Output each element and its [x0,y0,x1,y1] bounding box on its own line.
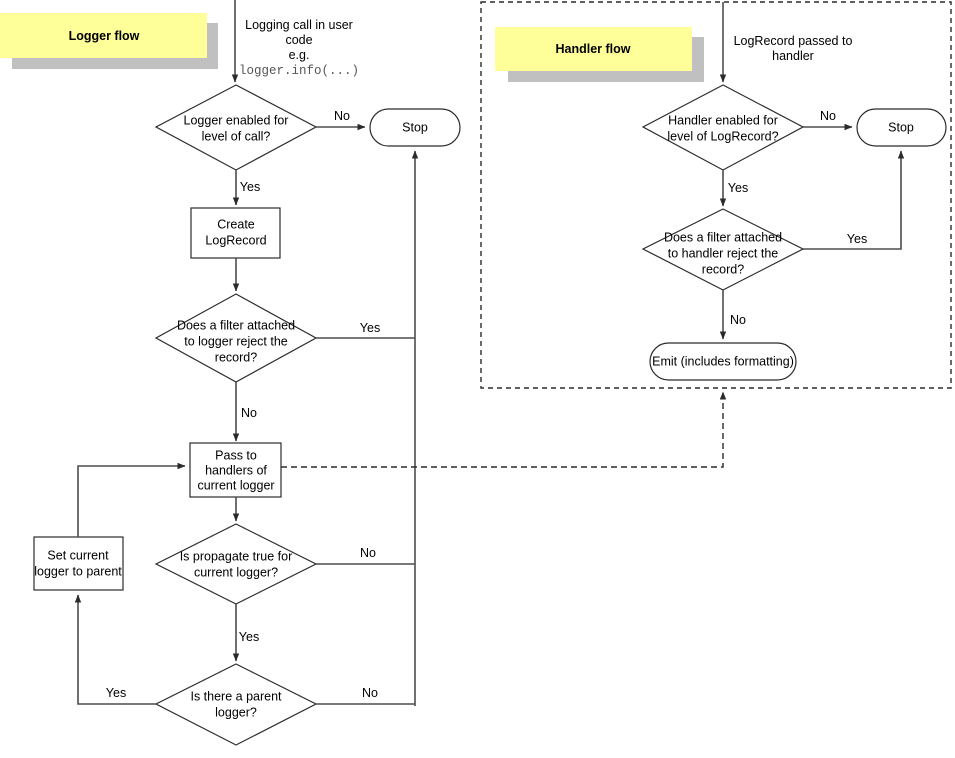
node-pass-to-handlers-line1: Pass to [215,448,257,462]
edge-handler-filter-yes [803,150,905,250]
node-handler-enabled-line2: level of LogRecord? [667,129,778,143]
node-handler-enabled-line1: Handler enabled for [668,113,778,127]
logger-entry-text-line2: code [285,33,312,47]
edge-label-has-parent-no: No [362,686,378,700]
edge-label-logger-filter-yes: Yes [360,321,380,335]
edge-has-parent-yes [74,594,156,705]
node-is-propagate-line2: current logger? [194,565,278,579]
node-handler-stop-label: Stop [888,120,914,134]
edge-label-propagate-yes: Yes [239,630,259,644]
logger-flow-banner-label: Logger flow [69,29,140,43]
node-emit [649,342,797,381]
edge-label-logger-filter-no: No [241,406,257,420]
node-logger-filter-line2: to logger reject the [184,334,288,348]
node-logger-enabled-line1: Logger enabled for [184,113,289,127]
node-logger-enabled [154,84,318,171]
node-pass-to-handlers-line2: handlers of [205,463,267,477]
node-set-parent-line2: logger to parent [34,564,122,578]
node-handler-stop [856,108,947,147]
logger-entry-text-line1: Logging call in user [245,18,353,32]
node-logger-enabled-line2: level of call? [202,129,271,143]
node-pass-to-handlers [189,442,282,498]
logger-entry-code: logger.info(...) [239,64,359,78]
node-logger-stop-label: Stop [402,120,428,134]
edge-set-parent-loopback [77,462,186,537]
handler-flow-banner-label: Handler flow [555,42,630,56]
handler-entry-text-line1: LogRecord passed to [734,34,853,48]
node-pass-to-handlers-line3: current logger [197,478,274,492]
node-has-parent-line1: Is there a parent [190,689,282,703]
node-handler-enabled [641,84,805,171]
node-is-propagate [154,523,318,605]
node-has-parent-line2: logger? [215,705,257,719]
handler-entry-text-line2: handler [772,49,814,63]
node-handler-filter-line2: to handler reject the [668,246,779,260]
edge-label-handler-enabled-no: No [820,109,836,123]
logger-entry-text-line3: e.g. [289,48,310,62]
node-create-logrecord-line1: Create [217,217,255,231]
edge-label-handler-enabled-yes: Yes [728,181,748,195]
node-handler-filter-line3: record? [702,262,744,276]
node-handler-filter-line1: Does a filter attached [664,230,782,244]
edge-label-handler-filter-yes: Yes [847,232,867,246]
node-logger-filter-line1: Does a filter attached [177,318,295,332]
node-has-parent [154,663,318,746]
handler-flow-banner [495,27,692,71]
node-set-parent-line1: Set current [47,548,109,562]
handler-flow-group-border [480,1,952,389]
logger-flow-banner [0,13,207,58]
node-create-logrecord-line2: LogRecord [205,233,266,247]
edge-label-logger-enabled-no: No [334,109,350,123]
edge-pass-to-handler-flow [281,391,727,468]
edge-label-handler-filter-no: No [730,313,746,327]
edge-label-propagate-no: No [360,546,376,560]
edge-label-logger-enabled-yes: Yes [240,180,260,194]
node-is-propagate-line1: Is propagate true for [180,549,293,563]
edge-label-has-parent-yes: Yes [106,686,126,700]
node-logger-stop [369,108,461,147]
node-logger-filter-line3: record? [215,350,257,364]
node-emit-label: Emit (includes formatting) [652,354,794,368]
